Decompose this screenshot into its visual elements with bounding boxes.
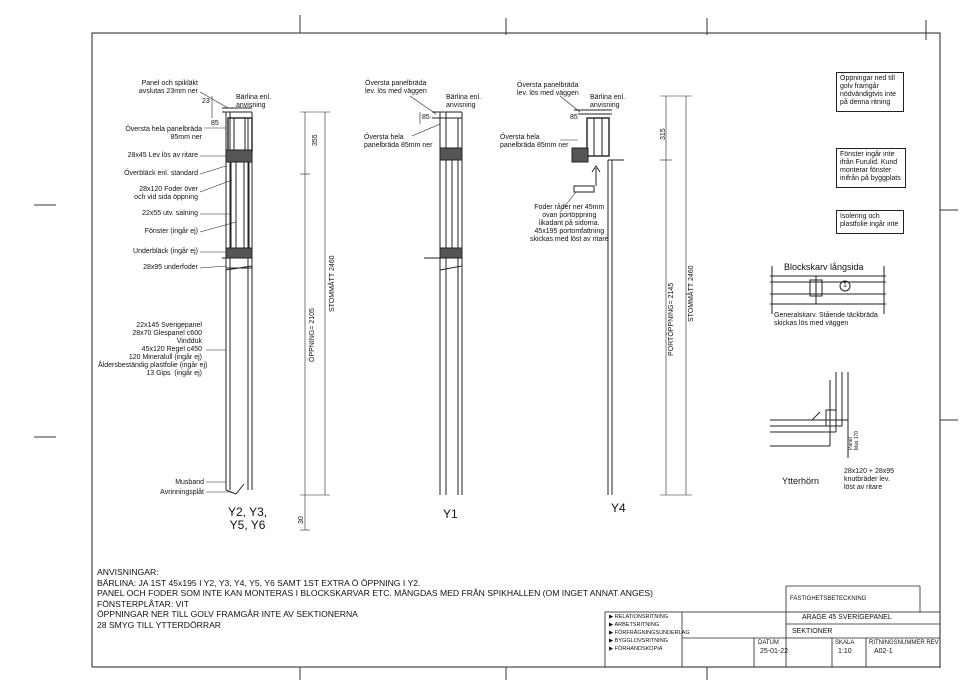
label-28x45: 28x45 Lev lös av ritare xyxy=(127,152,198,159)
dim-stom-right: STOMMÅTT 2460 xyxy=(688,265,695,322)
wall-section-middle xyxy=(409,95,463,495)
label-oversta-hela-right: Översta hela panelbräda 85mm ner xyxy=(500,134,569,149)
dim-85-left: 85 xyxy=(211,120,219,127)
legend-item: ▶ FÖRFRÅGNINGSUNDERLAG xyxy=(609,630,690,636)
dim-315: 315 xyxy=(660,128,667,140)
dim-30: 30 xyxy=(298,516,305,524)
dim-85-mid: 85 xyxy=(422,114,430,121)
label-overblack: Överbläck enl. standard xyxy=(124,170,198,177)
date-value: 25-01-22 xyxy=(760,648,789,655)
instruction-line: BÄRLINA: JA 1ST 45x195 I Y2, Y3, Y4, Y5,… xyxy=(97,577,421,588)
dim-stom-left: STOMMÅTT 2460 xyxy=(329,255,336,312)
wall-section-left xyxy=(199,91,330,531)
legend-item: ▶ RELATIONSRITNING xyxy=(609,614,669,620)
wall-section-right xyxy=(559,95,692,496)
ytterhorn-detail xyxy=(770,372,849,458)
label-oversta-hela: Översta hela panelbräda 85mm ner xyxy=(125,126,202,141)
label-musband: Musband xyxy=(175,479,204,486)
legend-item: ▶ BYGGLOVSRITNING xyxy=(609,638,668,644)
dim-opening-left: ÖPPNING= 2105 xyxy=(309,308,316,362)
number-value: A02-1 xyxy=(874,648,893,655)
scale-label: SKALA xyxy=(835,640,855,646)
caption-right: Y4 xyxy=(611,501,626,515)
date-label: DATUM xyxy=(758,640,779,646)
dim-23: 23 xyxy=(202,98,210,105)
side-note-openings: Öppningar ned till golv framgår nödvändi… xyxy=(836,72,904,112)
legend-item: ▶ FÖRHANDSKOPIA xyxy=(609,646,663,652)
label-oversta-hela-mid: Översta hela panelbräda 85mm ner xyxy=(364,134,433,149)
ytterhorn-note: 28x120 + 28x95 knutbräder lev. löst av r… xyxy=(844,468,895,491)
label-balk-mid: Bärlina enl. anvisning xyxy=(446,94,482,109)
project-title: ARAGE 45 SVERIGEPANEL xyxy=(802,614,892,621)
label-underfoder: 28x95 underfoder xyxy=(143,264,198,271)
label-panel-spiklakt: Panel och spikläkt avslutas 23mm ner xyxy=(138,80,198,95)
scale-value: 1:10 xyxy=(838,648,852,655)
ytterhorn-title: Ytterhörn xyxy=(782,476,820,486)
label-oversta-panel-mid: Översta panelbräda lev. lös med väggen xyxy=(365,80,427,95)
blockskarv-marker: 1 xyxy=(843,282,847,289)
dim-opening-right: PORTÖPPNING= 2145 xyxy=(668,282,675,356)
label-balk-right: Bärlina enl. anvisning xyxy=(590,94,626,109)
blockskarv-detail xyxy=(770,266,886,314)
drawing-title: SEKTIONER xyxy=(792,628,833,635)
label-oversta-panel-right: Översta panelbräda lev. lös med väggen xyxy=(517,82,579,97)
dim-355: 355 xyxy=(312,134,319,146)
caption-middle: Y1 xyxy=(443,507,458,521)
label-foder: 28x120 Foder över och vid sida öppning xyxy=(134,186,198,201)
label-wall-layers: 22x145 Sverigepanel 28x70 Glespanel c600… xyxy=(98,322,208,377)
instruction-line: PANEL OCH FODER SOM INTE KAN MONTERAS I … xyxy=(97,588,653,599)
property-label: FASTIGHETSBETECKNING xyxy=(790,596,867,602)
instruction-line: FÖNSTERPLÅTAR: VIT xyxy=(97,598,189,609)
dim-85-right: 85 xyxy=(570,114,578,121)
label-balk-left: Bärlina enl. anvisning xyxy=(236,94,272,109)
label-fonster: Fönster (ingår ej) xyxy=(144,228,198,235)
label-underblack: Underbläck (ingår ej) xyxy=(133,248,198,255)
legend-item: ▶ ARBETSRITNING xyxy=(609,622,660,628)
side-note-insulation: Isolering och plastfolie ingår inte xyxy=(836,210,904,234)
number-label: RITNINGSNUMMER REV xyxy=(869,640,939,646)
caption-left: Y2, Y3, Y5, Y6 xyxy=(228,505,268,532)
label-salning: 22x55 utv. salning xyxy=(142,210,198,217)
ytterhorn-panel-tag: Panel Max 170 xyxy=(848,430,860,450)
instruction-line: ÖPPNINGAR NER TILL GOLV FRAMGÅR INTE AV … xyxy=(97,609,358,620)
blockskarv-note: Generalskarv. Stående täckbräda skickas … xyxy=(774,312,878,327)
instructions-block: ANVISNINGAR: BÄRLINA: JA 1ST 45x195 I Y2… xyxy=(97,567,653,631)
drawing-frame xyxy=(91,32,941,668)
instruction-line: 28 SMYG TILL YTTERDÖRRAR xyxy=(97,619,222,630)
title-block-lines xyxy=(604,585,941,668)
instructions-heading: ANVISNINGAR: xyxy=(97,567,159,577)
side-note-windows: Fönster ingår inte ifrån Furulid. Kund m… xyxy=(836,148,906,188)
blockskarv-title: Blockskarv långsida xyxy=(784,262,864,272)
label-avrinningsplat: Avrinningsplåt xyxy=(160,489,204,496)
label-foder-right: Foder råder ner 45mm ovan portöppning li… xyxy=(530,204,609,243)
